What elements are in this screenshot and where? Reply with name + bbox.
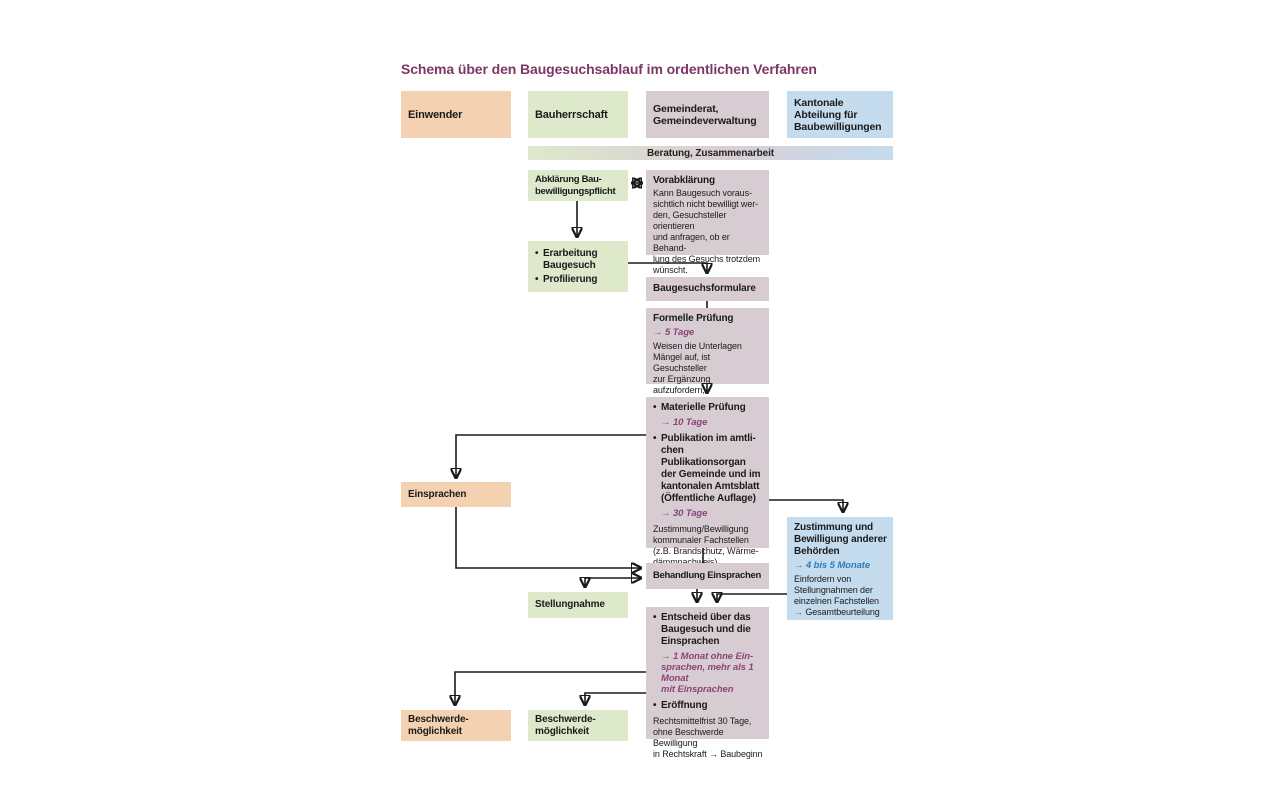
- connector-entscheid-beschwerde-bauherrschaft: [585, 692, 646, 704]
- node-label: Baugesuchsformulare: [653, 283, 756, 294]
- node-label: Stellungnahme: [535, 599, 605, 610]
- node-label: Abklärung Bau- bewilligungspflicht: [535, 173, 616, 197]
- lane-header-label: Bauherrschaft: [535, 108, 608, 121]
- bullet-label: Eröffnung: [661, 700, 708, 711]
- duration-note: → 30 Tage: [661, 508, 708, 519]
- bar-label: Beratung, Zusammenarbeit: [646, 147, 775, 159]
- node-label: Beschwerde- möglichkeit: [408, 713, 469, 737]
- bullet-dot: •: [653, 402, 657, 413]
- bullet-dot: •: [653, 700, 657, 711]
- node-body: Zustimmung/Bewilligung kommunaler Fachst…: [653, 524, 759, 567]
- bullet-label: Profilierung: [543, 274, 598, 285]
- lane-header-einwender: Einwender: [401, 91, 511, 138]
- duration-row: • → 30 Tage: [653, 507, 764, 522]
- node-erarbeitung-baugesuch: • Erarbeitung Baugesuch • Profilierung: [528, 241, 628, 292]
- lane-header-bauherrschaft: Bauherrschaft: [528, 91, 628, 138]
- lane-header-gemeinderat: Gemeinderat, Gemeindeverwaltung: [646, 91, 769, 138]
- bullet-dot: •: [653, 433, 657, 444]
- duration-note: → 4 bis 5 Monate: [794, 560, 871, 571]
- duration-row: • → 10 Tage: [653, 416, 764, 431]
- lane-header-kantonale-abteilung: Kantonale Abteilung für Baubewilligungen: [787, 91, 893, 138]
- node-abklaerung-baubewilligungspflicht: Abklärung Bau- bewilligungspflicht: [528, 170, 628, 201]
- node-einsprachen: Einsprachen: [401, 482, 511, 507]
- lane-header-label: Einwender: [408, 108, 463, 121]
- node-body: Rechtsmittelfrist 30 Tage, ohne Beschwer…: [653, 716, 763, 759]
- node-title: Vorabklärung: [653, 175, 715, 186]
- node-body: Einfordern von Stellungnahmen der einzel…: [794, 574, 879, 606]
- bullet-label: Publikation im amtli- chen Publikationso…: [661, 433, 761, 504]
- node-formelle-pruefung: Formelle Prüfung → 5 Tage Weisen die Unt…: [646, 308, 769, 406]
- node-stellungnahme: Stellungnahme: [528, 592, 628, 618]
- gesamtbeurteilung-line: → Gesamtbeurteilung: [794, 607, 888, 618]
- connector-zustimmung-entscheid: [717, 594, 787, 601]
- bullet-label: Entscheid über das Baugesuch und die Ein…: [661, 612, 751, 647]
- node-label: Beschwerde- möglichkeit: [535, 713, 596, 737]
- duration-note: → 1 Monat ohne Ein- sprachen, mehr als 1…: [661, 651, 754, 695]
- connector-entscheid-beschwerde-einwender: [455, 671, 646, 704]
- bullet-item: • Erarbeitung Baugesuch: [535, 248, 623, 272]
- lane-header-label: Kantonale Abteilung für Baubewilligungen: [794, 96, 882, 133]
- bullet-item: • Eröffnung: [653, 700, 764, 714]
- duration-note: → 10 Tage: [661, 417, 708, 428]
- node-beschwerdemoeglichkeit-einwender: Beschwerde- möglichkeit: [401, 710, 511, 741]
- bullet-item: • Profilierung: [535, 274, 623, 286]
- page-title: Schema über den Baugesuchsablauf im orde…: [401, 61, 817, 77]
- duration-note: → 5 Tage: [653, 327, 695, 338]
- bullet-label: Materielle Prüfung: [661, 402, 746, 413]
- bullet-item: • Publikation im amtli- chen Publikation…: [653, 433, 764, 505]
- node-zustimmung-anderer-behoerden: Zustimmung und Bewilligung anderer Behör…: [787, 517, 893, 620]
- bullet-item: • Materielle Prüfung: [653, 402, 764, 414]
- lane-header-label: Gemeinderat, Gemeindeverwaltung: [653, 102, 757, 127]
- node-body: Kann Baugesuch voraus- sichtlich nicht b…: [653, 188, 761, 275]
- node-entscheid-eroeffnung: • Entscheid über das Baugesuch und die E…: [646, 607, 769, 759]
- bullet-label: Erarbeitung Baugesuch: [543, 248, 598, 271]
- node-title: Formelle Prüfung: [653, 313, 734, 324]
- blue-arrow-glyph: →: [794, 607, 803, 617]
- bullet-dot: •: [653, 612, 657, 623]
- connector-materielle-einsprachen: [456, 434, 646, 477]
- bullet-dot: •: [535, 274, 539, 285]
- beratung-zusammenarbeit-bar: Beratung, Zusammenarbeit: [528, 146, 893, 160]
- node-title: Zustimmung und Bewilligung anderer Behör…: [794, 522, 887, 557]
- node-materielle-pruefung-publikation: • Materielle Prüfung • → 10 Tage • Publi…: [646, 397, 769, 567]
- gesamtbeurteilung-label: Gesamtbeurteilung: [805, 607, 880, 617]
- connector-materielle-zustimmung: [769, 499, 843, 511]
- duration-row: • → 1 Monat ohne Ein- sprachen, mehr als…: [653, 650, 764, 698]
- bullet-dot: •: [535, 248, 539, 259]
- bullet-item: • Entscheid über das Baugesuch und die E…: [653, 612, 764, 648]
- node-baugesuchsformulare: Baugesuchsformulare: [646, 277, 769, 301]
- node-behandlung-einsprachen: Behandlung Einsprachen: [646, 563, 769, 589]
- node-label: Behandlung Einsprachen: [653, 570, 761, 581]
- node-label: Einsprachen: [408, 488, 467, 500]
- node-beschwerdemoeglichkeit-bauherrschaft: Beschwerde- möglichkeit: [528, 710, 628, 741]
- connector-einsprachen-behandlung: [455, 507, 640, 568]
- node-vorabklaerung: Vorabklärung Kann Baugesuch voraus- sich…: [646, 170, 769, 275]
